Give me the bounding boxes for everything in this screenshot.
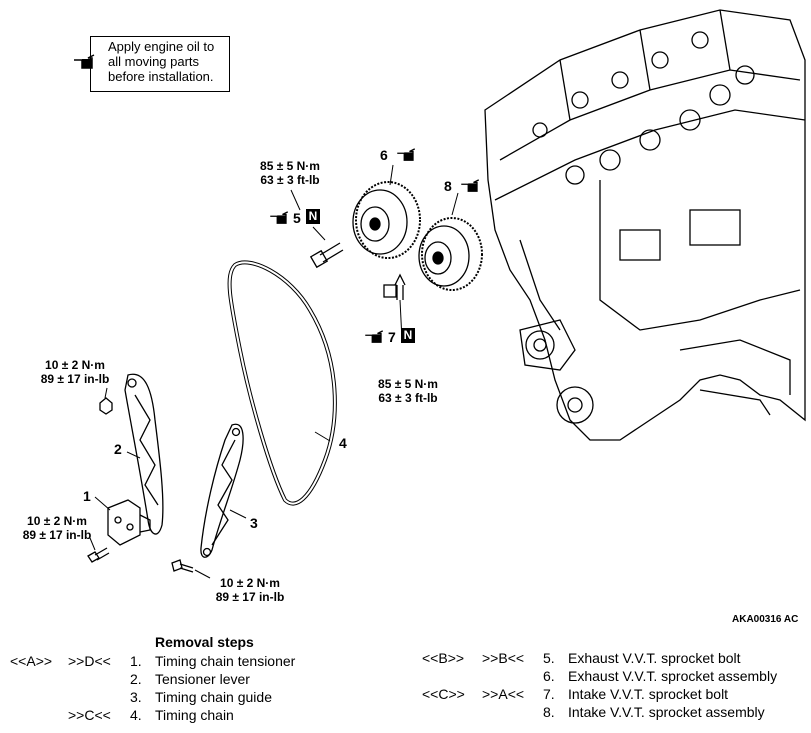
oil-can-icon xyxy=(74,54,95,69)
callout-1: 1 xyxy=(83,488,91,504)
engine-block xyxy=(484,9,806,441)
step-label: Timing chain tensioner xyxy=(155,653,296,669)
leader-lines xyxy=(89,164,459,579)
callout-3: 3 xyxy=(250,515,258,531)
torque-spec-lever-bolt: 10 ± 2 N·m 89 ± 17 in-lb xyxy=(40,358,110,386)
callout-8: 8 xyxy=(444,178,452,194)
removal-steps-title: Removal steps xyxy=(155,634,254,650)
intake-vvt-sprocket xyxy=(418,217,483,291)
remove-ref: >>D<< xyxy=(68,653,111,669)
step-number: 8. xyxy=(543,704,555,720)
step-number: 1. xyxy=(130,653,142,669)
remove-ref: >>A<< xyxy=(482,686,525,702)
step-label: Intake V.V.T. sprocket assembly xyxy=(568,704,765,720)
step-number: 6. xyxy=(543,668,555,684)
step-label: Timing chain xyxy=(155,707,234,723)
timing-chain xyxy=(227,260,337,506)
step-number: 5. xyxy=(543,650,555,666)
sprocket-bolts xyxy=(309,242,406,300)
timing-chain-guide xyxy=(200,423,244,558)
exhaust-vvt-sprocket xyxy=(352,181,421,259)
document-code: AKA00316 AC xyxy=(732,614,799,625)
callout-6: 6 xyxy=(380,147,388,163)
callout-5: 5 xyxy=(293,210,301,226)
torque-spec-exhaust-bolt: 85 ± 5 N·m 63 ± 3 ft-lb xyxy=(260,159,320,187)
step-number: 7. xyxy=(543,686,555,702)
small-bolts xyxy=(87,397,194,573)
n-mark-icon: N xyxy=(401,328,415,343)
callout-2: 2 xyxy=(114,441,122,457)
step-label: Tensioner lever xyxy=(155,671,250,687)
oil-can-icon xyxy=(365,330,384,343)
step-number: 2. xyxy=(130,671,142,687)
step-label: Exhaust V.V.T. sprocket bolt xyxy=(568,650,741,666)
step-label: Timing chain guide xyxy=(155,689,272,705)
tensioner-lever xyxy=(124,373,164,535)
callout-4: 4 xyxy=(339,435,347,451)
oil-can-icon xyxy=(270,211,289,224)
remove-ref: >>C<< xyxy=(68,707,111,723)
step-number: 3. xyxy=(130,689,142,705)
remove-ref: >>B<< xyxy=(482,650,525,666)
install-ref: <<A>> xyxy=(10,653,53,669)
oil-can-icon xyxy=(397,148,416,161)
step-label: Exhaust V.V.T. sprocket assembly xyxy=(568,668,778,684)
callout-7: 7 xyxy=(388,329,396,345)
oil-can-icon xyxy=(461,179,480,192)
install-ref: <<C>> xyxy=(422,686,465,702)
note-text: Apply engine oil to all moving parts bef… xyxy=(108,39,215,84)
timing-chain-tensioner xyxy=(107,499,151,546)
torque-spec-intake-bolt: 85 ± 5 N·m 63 ± 3 ft-lb xyxy=(378,377,438,405)
torque-spec-tensioner-bolt: 10 ± 2 N·m 89 ± 17 in-lb xyxy=(22,514,92,542)
step-label: Intake V.V.T. sprocket bolt xyxy=(568,686,729,702)
n-mark-icon: N xyxy=(306,209,320,224)
torque-spec-guide-bolt: 10 ± 2 N·m 89 ± 17 in-lb xyxy=(215,576,285,604)
install-ref: <<B>> xyxy=(422,650,465,666)
step-number: 4. xyxy=(130,707,142,723)
